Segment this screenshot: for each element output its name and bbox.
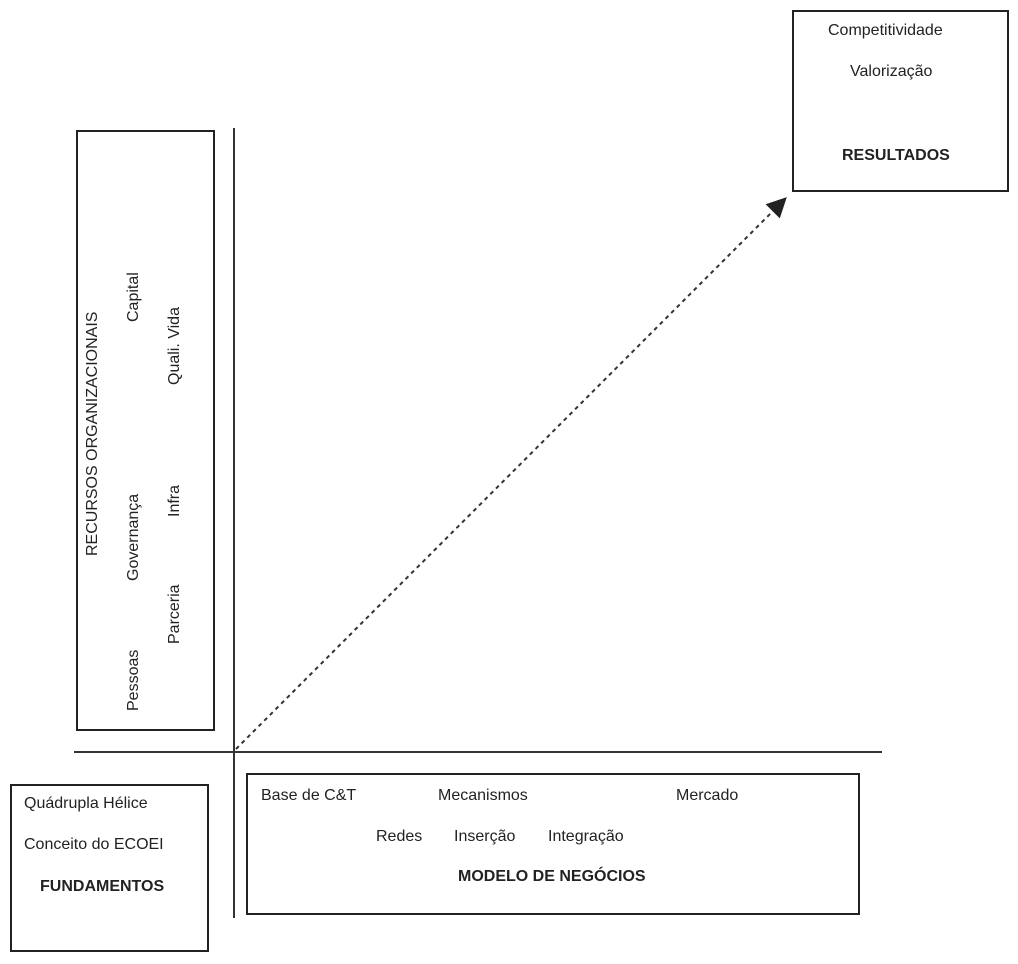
- fundamentos-line-2: Conceito do ECOEI: [24, 836, 164, 853]
- resultados-title: RESULTADOS: [842, 147, 950, 164]
- modelo-title: MODELO DE NEGÓCIOS: [458, 868, 646, 885]
- resultados-line-1: Competitividade: [828, 22, 943, 39]
- modelo-insercao: Inserção: [454, 828, 516, 845]
- recursos-capital: Capital: [125, 272, 142, 322]
- recursos-governanca: Governança: [125, 493, 142, 581]
- recursos-title: RECURSOS ORGANIZACIONAIS: [84, 311, 101, 556]
- horizontal-axis: [74, 751, 882, 753]
- dashed-arrow-line: [235, 197, 787, 750]
- fundamentos-box: Quádrupla Hélice Conceito do ECOEI FUNDA…: [10, 784, 209, 952]
- fundamentos-title: FUNDAMENTOS: [40, 878, 165, 895]
- modelo-integracao: Integração: [548, 828, 624, 845]
- recursos-pessoas: Pessoas: [125, 649, 142, 711]
- modelo-mecanismos: Mecanismos: [438, 787, 528, 804]
- modelo-redes: Redes: [376, 828, 423, 845]
- recursos-quali-vida: Quali. Vida: [166, 307, 183, 385]
- modelo-base-ct: Base de C&T: [261, 787, 357, 804]
- resultados-line-2: Valorização: [850, 63, 933, 80]
- recursos-parceria: Parceria: [166, 584, 183, 644]
- modelo-box: Base de C&T Mecanismos Mercado Redes Ins…: [246, 773, 860, 915]
- fundamentos-line-1: Quádrupla Hélice: [24, 795, 148, 812]
- recursos-box: [76, 130, 215, 731]
- resultados-box: Competitividade Valorização RESULTADOS: [792, 10, 1009, 192]
- modelo-mercado: Mercado: [676, 787, 739, 804]
- recursos-infra: Infra: [166, 484, 183, 517]
- vertical-axis: [233, 128, 235, 918]
